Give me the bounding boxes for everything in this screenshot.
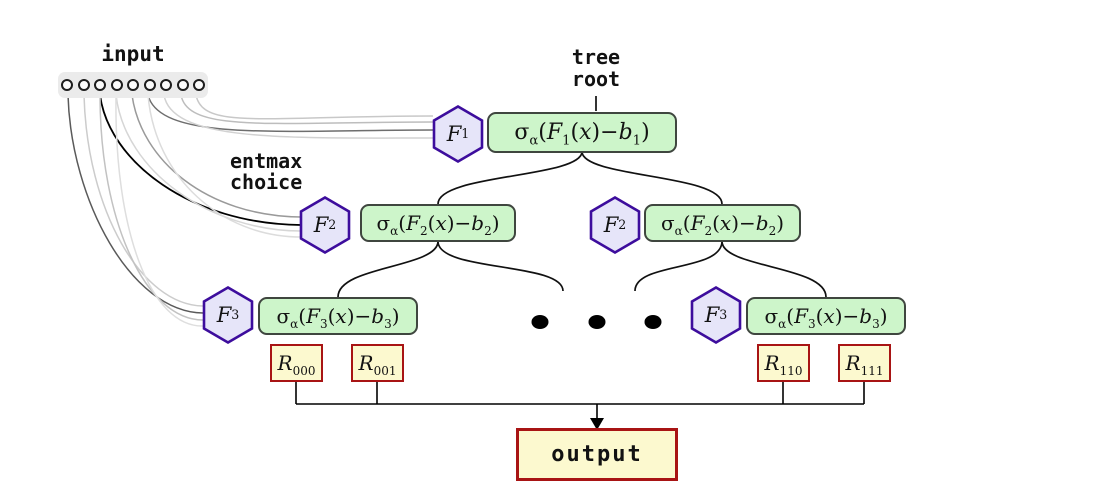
input-to-f3-edges xyxy=(67,94,204,327)
edge-l2r-to-ellipsis xyxy=(634,241,723,292)
hexagon-shape xyxy=(432,105,484,163)
edge-l2l-to-ellipsis xyxy=(437,241,564,292)
edge-l2l-to-l3l xyxy=(337,241,439,298)
split-formula: σα(F2(x)−b2) xyxy=(660,211,785,238)
output-label: output xyxy=(551,442,643,467)
hexagon-shape xyxy=(299,196,351,254)
input-feature-dot xyxy=(160,79,172,91)
split-formula: σα(F2(x)−b2) xyxy=(376,211,500,238)
ellipsis-dot xyxy=(644,315,662,329)
leaf-label: R001 xyxy=(358,351,397,378)
entmax-choice-label: entmax choice xyxy=(230,149,303,194)
hexagon-shape xyxy=(690,286,742,344)
ellipsis-dot xyxy=(531,315,549,329)
input-to-f1-edges xyxy=(147,94,434,139)
split-node-level3-right: σα(F3(x)−b3) xyxy=(746,297,906,335)
leaf-bus-edges xyxy=(295,382,865,420)
leaf-label: R111 xyxy=(845,351,884,378)
split-node-root: σα(F1(x)−b1) xyxy=(487,112,677,153)
leaf-label: R110 xyxy=(764,351,803,378)
split-formula: σα(F3(x)−b3) xyxy=(276,304,400,331)
output-node: output xyxy=(516,428,678,481)
split-node-level3-left: σα(F3(x)−b3) xyxy=(258,297,418,335)
input-feature-dot xyxy=(176,79,189,91)
input-feature-dot xyxy=(193,79,205,91)
input-feature-dot xyxy=(110,79,123,91)
leaf-node-r000: R000 xyxy=(270,344,323,382)
split-node-level2-right: σα(F2(x)−b2) xyxy=(644,204,801,242)
split-formula: σα(F3(x)−b3) xyxy=(764,304,888,331)
input-feature-dot xyxy=(94,79,106,91)
hexagon-shape xyxy=(202,286,254,344)
input-feature-dot xyxy=(127,79,139,91)
hexagon-shape xyxy=(589,196,641,254)
input-feature-dot xyxy=(143,79,156,91)
leaf-node-r001: R001 xyxy=(351,344,404,382)
leaf-label: R000 xyxy=(277,351,316,378)
leaf-node-r111: R111 xyxy=(838,344,891,382)
input-feature-dot xyxy=(61,79,73,91)
tree-root-label: tree root xyxy=(571,45,621,91)
input-feature-dot xyxy=(77,79,90,91)
ellipsis-dots xyxy=(531,315,662,329)
input-feature-row xyxy=(58,72,208,98)
split-node-level2-left: σα(F2(x)−b2) xyxy=(360,204,516,242)
split-formula: σα(F1(x)−b1) xyxy=(514,120,650,149)
input-label: input xyxy=(101,42,165,66)
ellipsis-dot xyxy=(588,315,606,329)
leaf-node-r110: R110 xyxy=(757,344,810,382)
